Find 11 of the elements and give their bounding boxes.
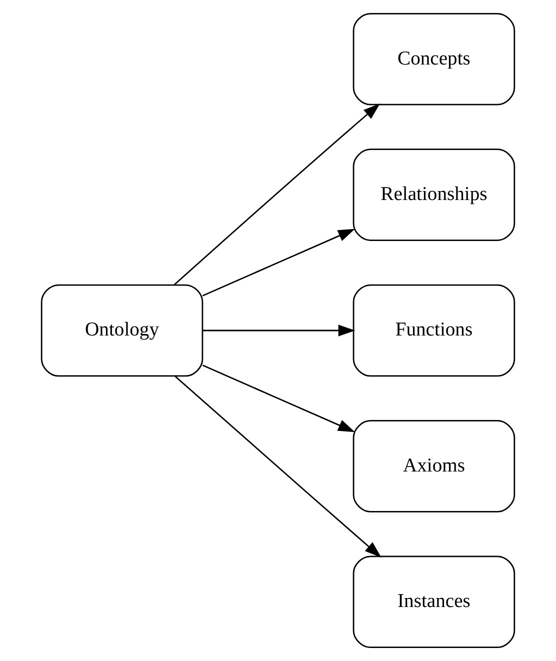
arrow xyxy=(202,364,355,432)
node-box: Relationships xyxy=(352,148,516,241)
node-box: Ontology xyxy=(40,284,204,377)
node-box: Axioms xyxy=(352,420,516,512)
node-box: Concepts xyxy=(352,12,516,106)
arrow xyxy=(202,324,356,336)
arrow xyxy=(174,376,382,558)
node-box: Functions xyxy=(352,284,516,377)
node-box: Instances xyxy=(352,556,516,648)
arrow xyxy=(174,103,380,286)
arrow xyxy=(202,228,355,296)
